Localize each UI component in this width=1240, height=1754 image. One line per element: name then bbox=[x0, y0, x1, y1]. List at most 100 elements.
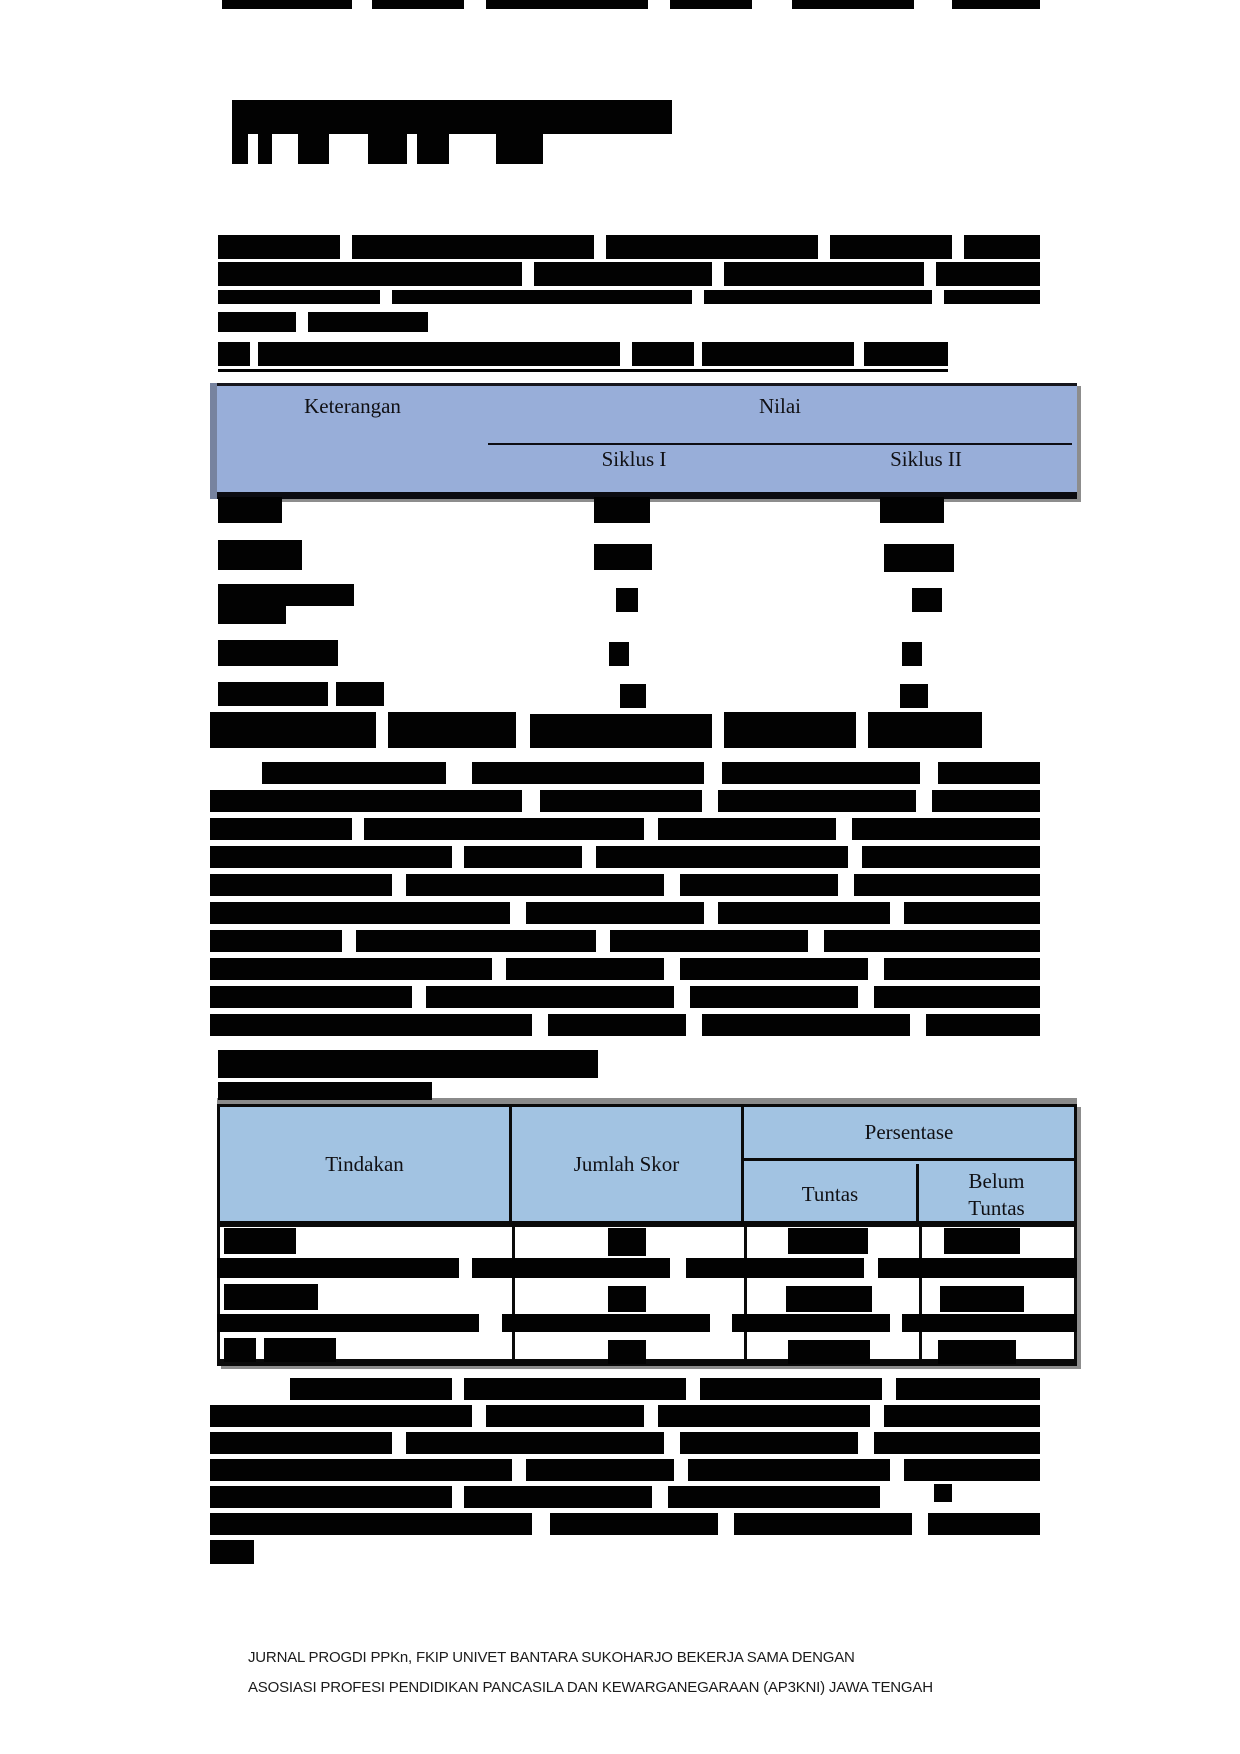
redacted-table1-caption bbox=[864, 342, 948, 366]
redacted-paragraph-after-table1 bbox=[506, 958, 664, 980]
redacted-paragraph-after-table1 bbox=[904, 902, 1040, 924]
redacted-table1-cells bbox=[616, 588, 638, 612]
redacted-paragraph-after-table2 bbox=[210, 1513, 532, 1535]
redacted-table2-cells bbox=[940, 1286, 1024, 1312]
redacted-table2-cells bbox=[902, 1314, 1077, 1332]
redacted-table2-cells bbox=[938, 1340, 1016, 1364]
redacted-table2-cells bbox=[224, 1338, 256, 1362]
redacted-table1-cells bbox=[210, 712, 376, 748]
redacted-paragraph-after-table2 bbox=[464, 1378, 686, 1400]
journal-footer-line-1: JURNAL PROGDI PPKn, FKIP UNIVET BANTARA … bbox=[248, 1649, 855, 1666]
redacted-table1-cells bbox=[594, 544, 652, 570]
redacted-paragraph-after-table2 bbox=[688, 1459, 890, 1481]
redacted-table2-cells bbox=[788, 1228, 868, 1254]
redacted-paragraph-after-table1 bbox=[218, 1082, 432, 1100]
redacted-table1-cells bbox=[902, 642, 922, 666]
percentage-table-header: Tindakan Jumlah Skor Persentase Tuntas B… bbox=[220, 1107, 1074, 1227]
redacted-intro-paragraph bbox=[308, 312, 428, 332]
redacted-paragraph-after-table1 bbox=[218, 1050, 598, 1078]
redacted-table1-cells bbox=[900, 684, 928, 708]
redacted-table1-caption bbox=[218, 342, 250, 366]
redacted-table1-caption bbox=[702, 342, 854, 366]
redacted-paragraph-after-table1 bbox=[210, 930, 342, 952]
redacted-top-edge bbox=[952, 0, 1040, 9]
redacted-paragraph-after-table2 bbox=[928, 1513, 1040, 1535]
redacted-table2-cells bbox=[878, 1258, 1077, 1278]
redacted-paragraph-after-table2 bbox=[290, 1378, 452, 1400]
redacted-paragraph-after-table2 bbox=[680, 1432, 858, 1454]
redacted-table1-caption bbox=[632, 342, 694, 366]
redacted-paragraph-after-table1 bbox=[690, 986, 858, 1008]
redacted-table1-cells bbox=[620, 684, 646, 708]
redacted-table1-cells bbox=[218, 682, 328, 706]
redacted-paragraph-after-table1 bbox=[854, 874, 1040, 896]
redacted-paragraph-after-table1 bbox=[472, 762, 704, 784]
redacted-table2-cells bbox=[217, 1314, 479, 1332]
redacted-table2-cells bbox=[224, 1284, 318, 1310]
journal-footer-line-2: ASOSIASI PROFESI PENDIDIKAN PANCASILA DA… bbox=[248, 1679, 933, 1696]
redacted-paragraph-after-table1 bbox=[596, 846, 848, 868]
redacted-table1-cells bbox=[336, 682, 384, 706]
redacted-section-title bbox=[232, 134, 248, 164]
redacted-table1-cells bbox=[609, 642, 629, 666]
redacted-table1-cells bbox=[594, 497, 650, 523]
comparison-table-header: Keterangan Nilai Siklus I Siklus II bbox=[210, 383, 1077, 499]
redacted-table2-cells bbox=[502, 1314, 710, 1332]
redacted-paragraph-after-table1 bbox=[658, 818, 836, 840]
redacted-paragraph-after-table2 bbox=[210, 1432, 392, 1454]
redacted-paragraph-after-table1 bbox=[210, 902, 510, 924]
redacted-table2-cells bbox=[944, 1228, 1020, 1254]
redacted-table1-cells bbox=[530, 714, 712, 748]
redacted-top-edge bbox=[222, 0, 352, 9]
redacted-paragraph-after-table1 bbox=[938, 762, 1040, 784]
table2-vertical-border bbox=[919, 1227, 922, 1359]
belum-tuntas-label: Belum Tuntas bbox=[968, 1168, 1025, 1220]
redacted-table1-cells bbox=[218, 584, 354, 606]
redacted-intro-paragraph bbox=[392, 290, 692, 304]
table1-col-keterangan: Keterangan bbox=[304, 394, 401, 418]
redacted-paragraph-after-table1 bbox=[862, 846, 1040, 868]
table2-col-jumlah-skor: Jumlah Skor bbox=[512, 1107, 744, 1221]
redacted-paragraph-after-table2 bbox=[210, 1405, 472, 1427]
redacted-table1-cells bbox=[912, 588, 942, 612]
redacted-table1-cells bbox=[868, 712, 982, 748]
redacted-intro-paragraph bbox=[218, 312, 296, 332]
redacted-section-title bbox=[298, 134, 329, 164]
redacted-paragraph-after-table2 bbox=[210, 1486, 452, 1508]
redacted-intro-paragraph bbox=[936, 262, 1040, 286]
redacted-paragraph-after-table2 bbox=[406, 1432, 664, 1454]
redacted-table1-cells bbox=[388, 712, 516, 748]
redacted-paragraph-after-table1 bbox=[356, 930, 596, 952]
redacted-intro-paragraph bbox=[724, 262, 924, 286]
redacted-top-edge bbox=[792, 0, 914, 9]
redacted-paragraph-after-table1 bbox=[210, 846, 452, 868]
redacted-table1-cells bbox=[724, 712, 856, 748]
table1-col-nilai: Nilai bbox=[759, 394, 801, 418]
redacted-paragraph-after-table1 bbox=[852, 818, 1040, 840]
redacted-table2-cells bbox=[264, 1338, 336, 1362]
redacted-paragraph-after-table2 bbox=[734, 1513, 912, 1535]
redacted-table2-cells bbox=[608, 1286, 646, 1312]
redacted-top-edge bbox=[486, 0, 648, 9]
table2-vertical-border bbox=[512, 1227, 515, 1359]
table2-vertical-border bbox=[744, 1227, 747, 1359]
redacted-paragraph-after-table1 bbox=[540, 790, 702, 812]
table2-subcol-belum-tuntas: Belum Tuntas bbox=[919, 1164, 1074, 1221]
redacted-intro-paragraph bbox=[944, 290, 1040, 304]
table1-subcol-siklus-2: Siklus II bbox=[890, 447, 962, 471]
redacted-section-title bbox=[368, 134, 407, 164]
redacted-section-title bbox=[417, 134, 449, 164]
redacted-paragraph-after-table1 bbox=[718, 790, 916, 812]
redacted-paragraph-after-table1 bbox=[722, 762, 920, 784]
redacted-paragraph-after-table1 bbox=[610, 930, 808, 952]
redacted-table1-cells bbox=[218, 540, 302, 570]
redacted-table1-cells bbox=[218, 640, 338, 666]
redacted-table2-cells bbox=[472, 1258, 670, 1278]
redacted-paragraph-after-table1 bbox=[426, 986, 674, 1008]
redacted-paragraph-after-table1 bbox=[210, 958, 492, 980]
redacted-section-title bbox=[258, 134, 272, 164]
redacted-paragraph-after-table1 bbox=[548, 1014, 686, 1036]
redacted-intro-paragraph bbox=[218, 235, 340, 259]
redacted-table2-cells bbox=[732, 1314, 890, 1332]
